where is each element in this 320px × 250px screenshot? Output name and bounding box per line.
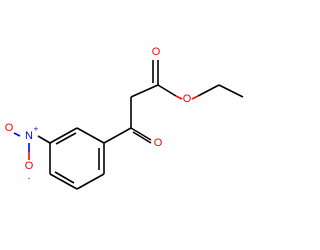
ring-bond-3: [49, 173, 78, 190]
carbon-bonds: [37, 60, 244, 190]
bond-ring-n: [37, 135, 51, 144]
bond-ether-o-left: [175, 95, 183, 100]
molecule-drawing: O O O N + O O -: [5, 46, 244, 190]
bond-ketone-co-1: [130, 127, 152, 141]
charge-n-plus: +: [34, 125, 39, 134]
atom-o-ether: O: [183, 93, 192, 105]
atom-o-ester-carbonyl: O: [152, 46, 161, 58]
hetero-bonds: [13, 95, 199, 160]
bond-ketone-ring: [103, 127, 132, 144]
atom-o-nitro-top: O: [5, 122, 14, 134]
structure-canvas: O O O N + O O -: [4, 46, 244, 190]
ring-bond-6: [76, 127, 105, 144]
bond-ch3-ch2: [218, 84, 244, 98]
bond-n-o-top: [13, 132, 21, 137]
charge-o-minus: -: [28, 174, 31, 183]
bond-ester-ch2: [130, 84, 159, 98]
atom-n-nitro: N: [25, 130, 33, 142]
ring-double-2: [54, 171, 75, 184]
ring-bond-5: [49, 127, 78, 144]
bond-ch2-o: [197, 84, 220, 97]
atom-o-nitro-bottom: O: [25, 160, 34, 172]
ring-double-3: [55, 132, 77, 145]
bond-ketone-co-2: [132, 131, 152, 144]
atom-labels: O O O N + O O -: [5, 46, 192, 183]
bond-o-ester-c: [157, 84, 177, 97]
ring-bond-2: [76, 173, 105, 190]
bond-ether-o-right: [191, 95, 199, 100]
atom-o-ketone: O: [154, 137, 163, 149]
